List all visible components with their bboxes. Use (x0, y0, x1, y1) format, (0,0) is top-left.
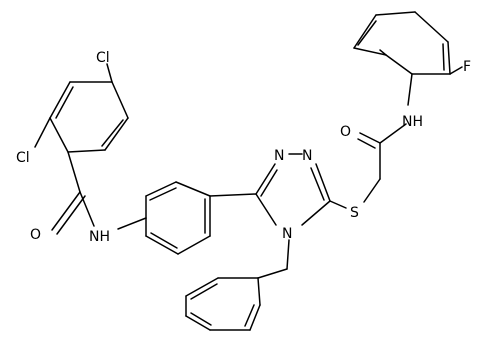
atom-label-nh-acetamide: NH (402, 114, 423, 130)
atom-label-o-acetamide: O (340, 124, 351, 140)
atom-label-n4: N (282, 226, 292, 242)
fluorophenyl-ring (353, 11, 463, 106)
atom-label-f: F (463, 59, 471, 75)
benzamide-linker (51, 151, 147, 235)
chloro-bonds (34, 63, 113, 148)
para-phenylene-ring (145, 181, 211, 255)
atom-label-n2: N (302, 148, 312, 164)
triazole-ring (209, 153, 331, 226)
atom-label-o-amide: O (30, 227, 41, 243)
benzyl-group (185, 239, 290, 331)
thioacetamide-chain (329, 123, 407, 209)
atom-label-s: S (350, 205, 359, 221)
atom-label-cl-ortho: Cl (16, 150, 30, 166)
atom-label-n1: N (274, 148, 284, 164)
dichlorophenyl-ring (49, 81, 129, 153)
atom-label-nh-amide: NH (89, 229, 110, 245)
atom-label-cl-para: Cl (96, 50, 110, 66)
